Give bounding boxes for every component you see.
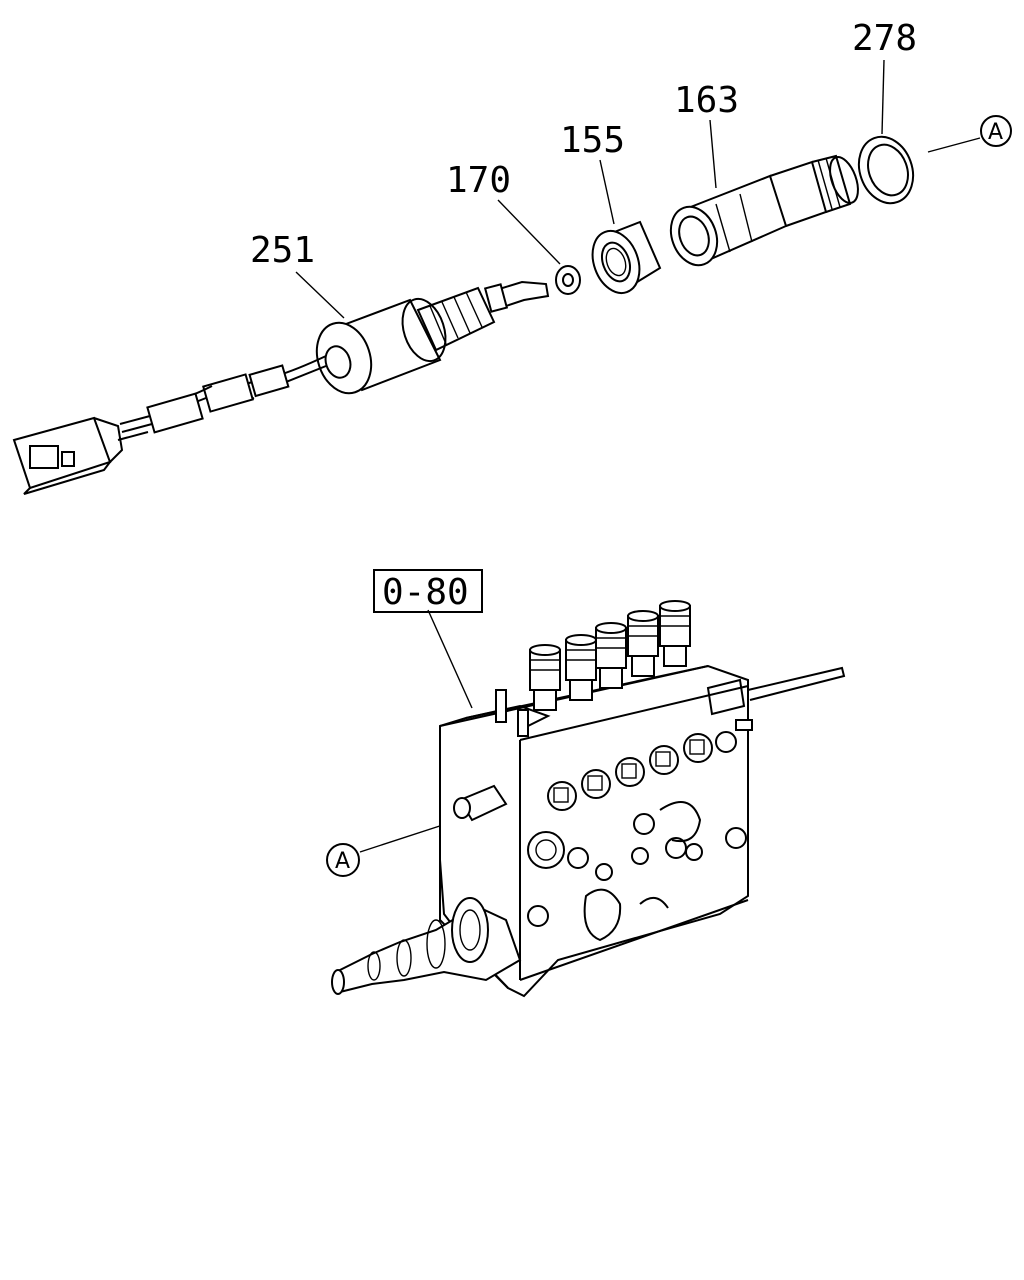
leader-assembly	[427, 609, 473, 709]
leader-155	[599, 159, 615, 225]
ref-a-top: A	[980, 115, 1012, 147]
part-170-washer	[555, 265, 581, 295]
solenoid-mounting-port	[453, 784, 508, 822]
leader-lines	[295, 59, 981, 853]
leader-278	[881, 59, 885, 135]
leader-163	[709, 119, 717, 189]
studs	[495, 689, 753, 737]
ref-a-bottom-label: A	[335, 849, 350, 874]
ref-a-top-label: A	[988, 120, 1003, 145]
injection-pump-assembly	[331, 600, 846, 998]
part-163-sleeve	[669, 154, 859, 267]
leader-ref-a-bottom	[359, 821, 453, 853]
callout-155: 155	[560, 120, 625, 161]
assembly-ref-box: 0-80	[373, 569, 483, 613]
ref-a-bottom-circle	[326, 843, 360, 877]
callout-170: 170	[446, 160, 511, 201]
ref-a-top-circle	[980, 115, 1012, 147]
ref-a-bottom: A	[326, 843, 360, 877]
lower-fittings	[527, 801, 747, 942]
callout-251: 251	[250, 230, 315, 271]
leader-ref-a-top	[927, 137, 981, 153]
camshaft-end	[331, 897, 522, 995]
callout-163: 163	[674, 80, 739, 121]
part-155-nut	[591, 220, 662, 294]
delivery-valve-holders	[529, 600, 691, 711]
part-251-solenoid	[12, 280, 550, 495]
leader-251	[295, 271, 345, 319]
inspection-ports	[547, 731, 737, 811]
leader-170	[497, 199, 561, 265]
part-278-ring	[857, 135, 915, 205]
assembly-ref-frame	[373, 569, 483, 613]
assembly-ref-label: 0-80	[382, 572, 469, 613]
callout-278: 278	[852, 18, 917, 59]
